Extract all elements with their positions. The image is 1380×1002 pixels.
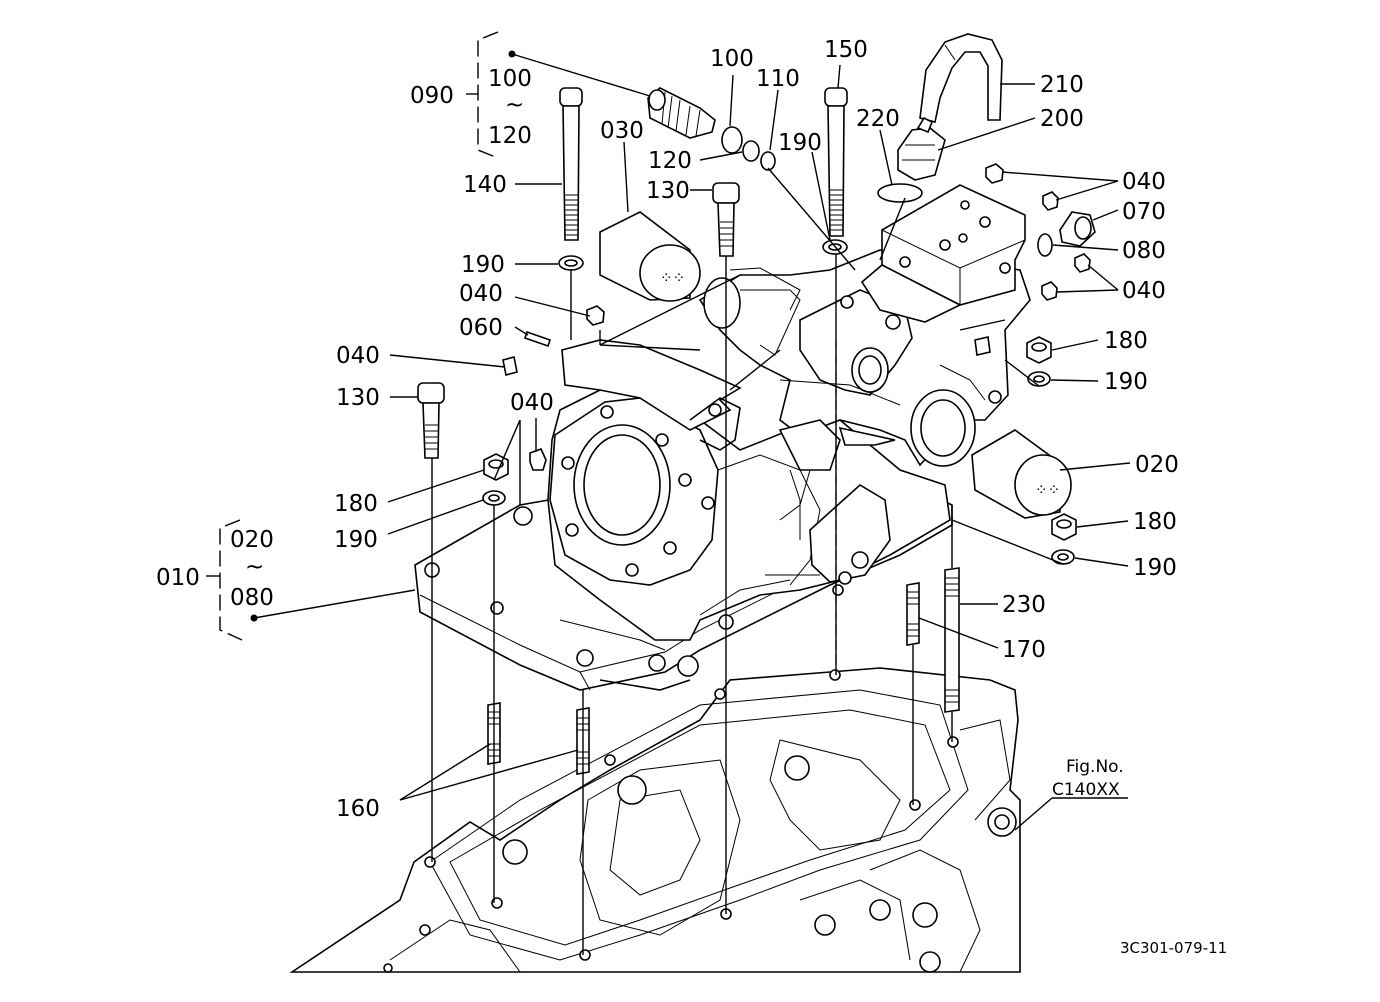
- leader-lines: [206, 50, 1131, 831]
- washer-190-left: [482, 490, 506, 506]
- callout-080: 080: [1122, 238, 1166, 264]
- callout-170: 170: [1002, 637, 1046, 663]
- group-bracket-090: [477, 31, 499, 159]
- callout-130-top: 130: [646, 178, 690, 204]
- washer-190-right1: [1027, 371, 1051, 387]
- callout-180-right2: 180: [1133, 509, 1177, 535]
- callout-200: 200: [1040, 106, 1084, 132]
- plug-070: [1059, 211, 1096, 247]
- drawing-code: 3C301-079-11: [1120, 939, 1227, 957]
- transmission-case: [289, 667, 1021, 973]
- bolt-130-top: [712, 182, 740, 257]
- plug-040-set: [502, 163, 1091, 471]
- group-range-from-010: 020: [230, 527, 274, 553]
- callout-220: 220: [856, 106, 900, 132]
- relief-valve: [647, 87, 716, 139]
- callout-140: 140: [463, 172, 507, 198]
- valve-block: [860, 184, 1026, 323]
- figure-number: C140XX: [1052, 780, 1120, 800]
- callout-190-top: 190: [778, 130, 822, 156]
- group-range-from-090: 100: [488, 66, 532, 92]
- o-ring-110: [721, 126, 743, 154]
- stud-170: [906, 582, 920, 646]
- group-bracket-010: [219, 519, 243, 641]
- callout-040-mid: 040: [510, 390, 554, 416]
- callout-180-left: 180: [334, 491, 378, 517]
- callout-040-right1: 040: [1122, 169, 1166, 195]
- washer-190-right2: [1051, 549, 1075, 565]
- stud-230: [944, 567, 960, 713]
- o-ring-120: [742, 140, 776, 171]
- hose-fitting-200: [897, 116, 946, 181]
- callout-070: 070: [1122, 199, 1166, 225]
- callout-110: 110: [756, 66, 800, 92]
- callout-190-right1: 190: [1104, 369, 1148, 395]
- washer-190-top-left: [558, 255, 584, 271]
- callout-230: 230: [1002, 592, 1046, 618]
- nut-180-right1: [1026, 336, 1052, 364]
- pin-060: [523, 330, 552, 348]
- callout-210: 210: [1040, 72, 1084, 98]
- group-range-tilde-090: ~: [505, 92, 524, 118]
- bolt-140: [559, 87, 583, 241]
- lift-arm-case: [561, 249, 1031, 540]
- callout-180-right1: 180: [1104, 328, 1148, 354]
- filter-element-020: ⁘⁘: [971, 429, 1072, 519]
- group-range-to-090: 120: [488, 123, 532, 149]
- callout-060: 060: [459, 315, 503, 341]
- callout-190-left2: 190: [334, 527, 378, 553]
- callout-030: 030: [600, 118, 644, 144]
- group-range-tilde-010: ~: [245, 554, 264, 580]
- callout-040-left1: 040: [459, 281, 503, 307]
- group-label-010: 010: [156, 565, 200, 591]
- bolt-150: [824, 87, 848, 237]
- o-ring-080: [1037, 233, 1053, 257]
- callout-190-right2: 190: [1133, 555, 1177, 581]
- svg-text:⁘⁘: ⁘⁘: [660, 269, 685, 287]
- group-range-to-010: 080: [230, 585, 274, 611]
- callout-100: 100: [710, 46, 754, 72]
- bolt-130-left: [417, 382, 445, 459]
- assembly-lines: [431, 167, 1064, 955]
- hydraulic-hose-210: [919, 33, 1003, 123]
- callout-040-left2: 040: [336, 343, 380, 369]
- callout-150: 150: [824, 37, 868, 63]
- o-ring-220: [877, 183, 923, 203]
- group-label-090: 090: [410, 83, 454, 109]
- callout-120: 120: [648, 148, 692, 174]
- filter-element-030: ⁘⁘: [599, 211, 701, 302]
- figure-info: Fig.No. C140XX 3C301-079-11: [1052, 757, 1227, 957]
- svg-text:⁘⁘: ⁘⁘: [1035, 481, 1060, 499]
- figure-label: Fig.No.: [1066, 757, 1124, 777]
- callout-190-left1: 190: [461, 252, 505, 278]
- callout-160: 160: [336, 796, 380, 822]
- callout-020: 020: [1135, 452, 1179, 478]
- callout-130-left: 130: [336, 385, 380, 411]
- callout-labels: 090 100 ~ 120 010 020 ~ 080 100 110 150 …: [156, 37, 1179, 822]
- nut-180-right2: [1051, 513, 1077, 541]
- callout-040-right2: 040: [1122, 278, 1166, 304]
- hydraulic-cylinder-body: [547, 389, 951, 641]
